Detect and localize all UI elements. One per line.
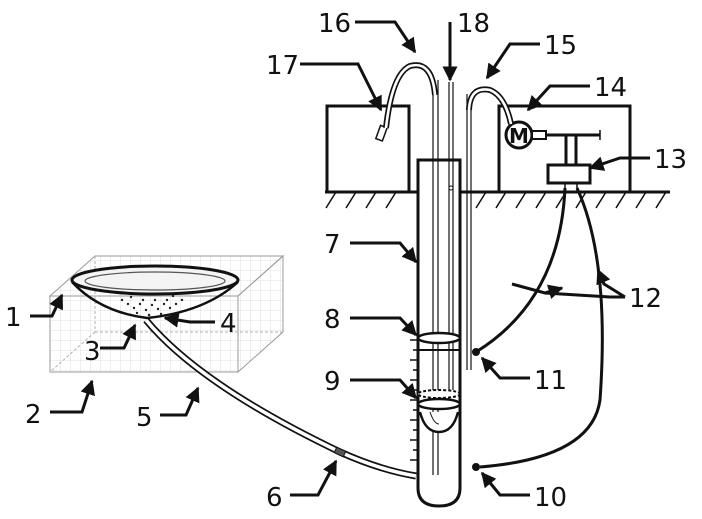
motor-glyph: M [509, 124, 529, 148]
label-12: 12 [629, 284, 662, 314]
label-8: 8 [324, 305, 341, 335]
label-2: 2 [25, 400, 42, 430]
control-box [327, 106, 409, 192]
label-18: 18 [457, 9, 490, 39]
label-14: 14 [594, 73, 627, 103]
label-10: 10 [534, 483, 567, 513]
label-1: 1 [5, 303, 22, 333]
label-7: 7 [324, 230, 341, 260]
cables [476, 188, 602, 467]
label-16: 16 [318, 9, 351, 39]
label-11: 11 [534, 366, 567, 396]
sensor-10 [472, 463, 480, 471]
label-5: 5 [136, 403, 153, 433]
label-4: 4 [220, 309, 237, 339]
tube-joint [334, 447, 346, 457]
label-6: 6 [266, 483, 283, 513]
label-15: 15 [544, 31, 577, 61]
label-13: 13 [654, 145, 687, 175]
label-17: 17 [266, 51, 299, 81]
ground-surface [325, 192, 670, 208]
label-3: 3 [84, 337, 101, 367]
label-9: 9 [324, 367, 341, 397]
